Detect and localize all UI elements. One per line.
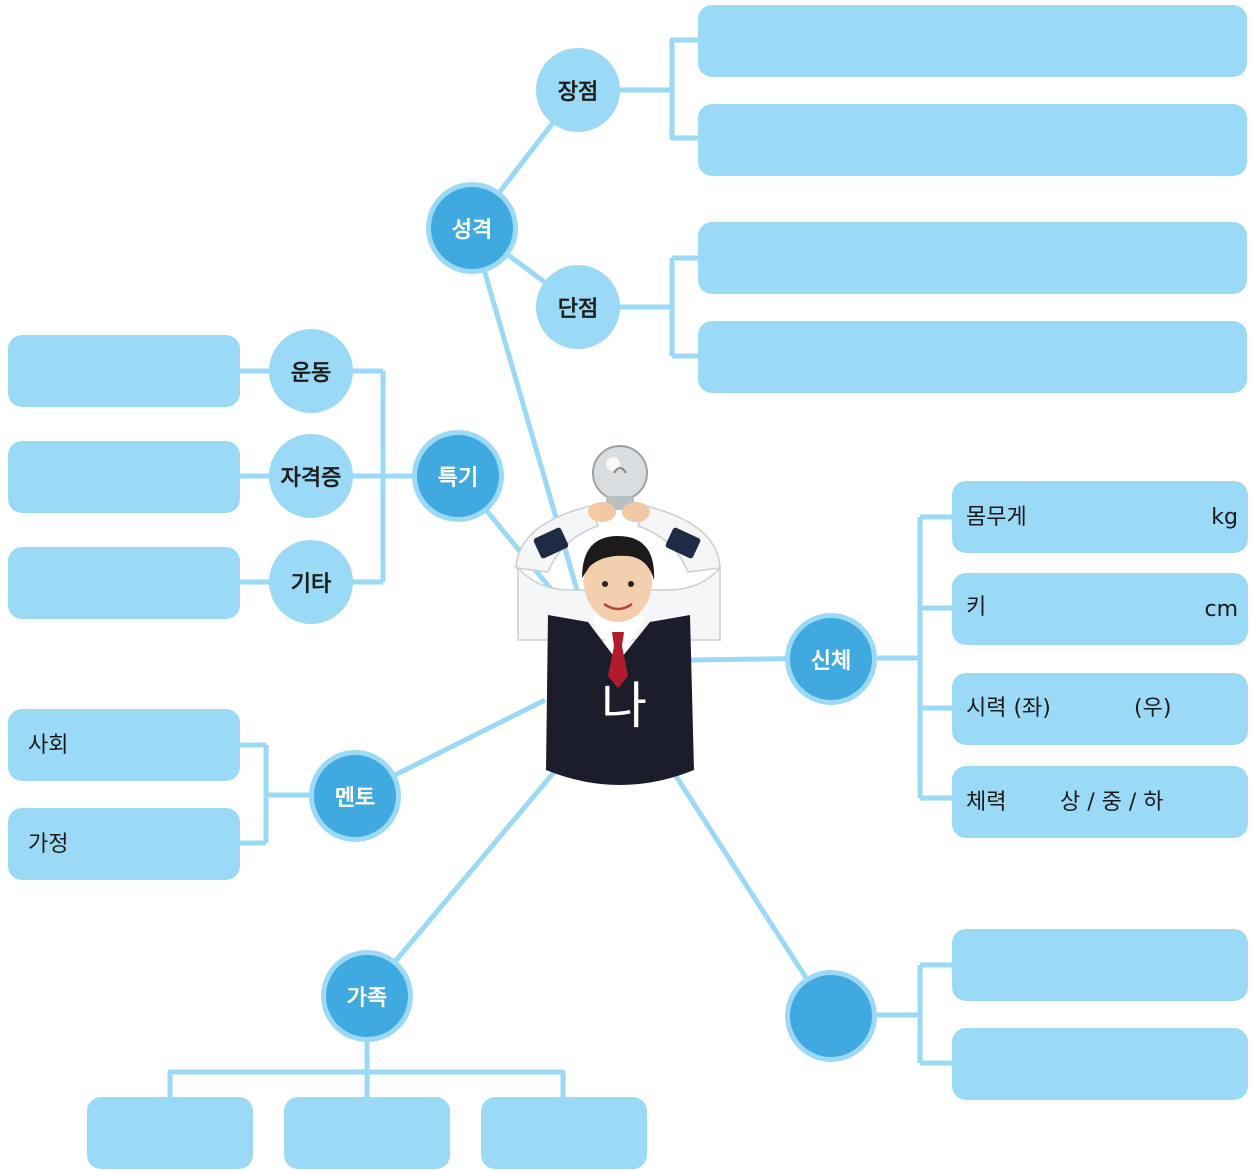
strength-box-1[interactable] <box>698 5 1247 77</box>
other-talent-box[interactable] <box>8 547 240 619</box>
node-family[interactable]: 가족 <box>321 950 413 1042</box>
stamina-label: 체력 <box>966 790 1007 815</box>
stamina-box[interactable]: 체력 상 / 중 / 하 <box>952 766 1248 838</box>
mentor-home-label: 가정 <box>28 832 69 857</box>
node-talents[interactable]: 특기 <box>412 430 504 522</box>
height-box[interactable]: 키 cm <box>952 573 1248 645</box>
node-sports[interactable]: 운동 <box>269 329 353 413</box>
node-other-talent[interactable]: 기타 <box>269 540 353 624</box>
vision-label: 시력 (좌) <box>966 696 1051 721</box>
vision-right-label: (우) <box>1134 696 1172 721</box>
node-mentor[interactable]: 멘토 <box>309 750 401 842</box>
family-box-2[interactable] <box>284 1097 450 1169</box>
blank-branch-box-2[interactable] <box>952 1028 1248 1100</box>
weight-box[interactable]: 몸무게 kg <box>952 481 1248 553</box>
node-body[interactable]: 신체 <box>785 613 877 705</box>
blank-branch-box-1[interactable] <box>952 929 1248 1001</box>
center-label: 나 <box>601 677 647 735</box>
stamina-options: 상 / 중 / 하 <box>1060 790 1164 815</box>
mentor-society-label: 사회 <box>28 733 69 758</box>
node-strengths[interactable]: 장점 <box>536 48 620 132</box>
certificate-box[interactable] <box>8 441 240 513</box>
node-weaknesses[interactable]: 단점 <box>536 265 620 349</box>
family-box-3[interactable] <box>481 1097 647 1169</box>
weight-label: 몸무게 <box>966 505 1027 530</box>
strength-box-2[interactable] <box>698 104 1247 176</box>
weakness-box-2[interactable] <box>698 321 1247 393</box>
weight-unit: kg <box>1211 505 1238 530</box>
height-unit: cm <box>1204 597 1238 622</box>
sports-box[interactable] <box>8 335 240 407</box>
node-personality[interactable]: 성격 <box>426 182 518 274</box>
mentor-society-box[interactable]: 사회 <box>8 709 240 781</box>
vision-box[interactable]: 시력 (좌) (우) <box>952 673 1248 745</box>
mentor-home-box[interactable]: 가정 <box>8 808 240 880</box>
student-illustration <box>515 445 721 785</box>
weakness-box-1[interactable] <box>698 222 1247 294</box>
node-certificates[interactable]: 자격증 <box>269 434 353 518</box>
height-label: 키 <box>966 595 987 620</box>
lightbulb-icon <box>592 445 648 510</box>
node-blank[interactable] <box>785 970 877 1062</box>
family-box-1[interactable] <box>87 1097 253 1169</box>
